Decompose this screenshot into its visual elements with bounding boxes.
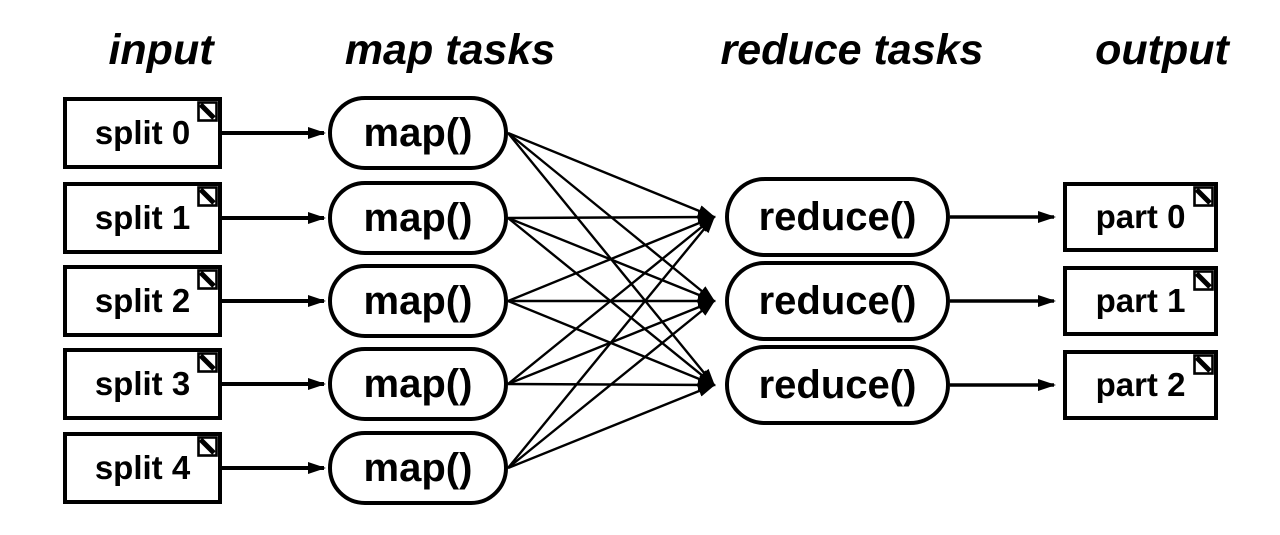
folded-corner-icon	[1193, 270, 1214, 291]
map-3-label: map()	[363, 361, 473, 406]
input-split-0-box: split 0	[63, 97, 222, 169]
split-0-label: split 0	[94, 114, 191, 151]
folded-corner-icon	[197, 436, 218, 457]
map-task-1-node: map()	[328, 181, 508, 255]
folded-corner-icon	[1193, 186, 1214, 207]
split-1-label: split 1	[94, 199, 191, 236]
part-2-label: part 2	[1095, 366, 1186, 403]
map-0-label: map()	[363, 110, 473, 155]
column-header-reduce-tasks: reduce tasks	[720, 26, 984, 74]
column-header-input: input	[108, 26, 214, 74]
map-to-reduce-shuffle-lines	[507, 131, 716, 470]
map-task-4-node: map()	[328, 431, 508, 505]
output-part-0-box: part 0	[1063, 182, 1218, 252]
folded-corner-icon	[197, 269, 218, 290]
split-3-label: split 3	[94, 365, 191, 402]
folded-corner-icon	[197, 186, 218, 207]
input-split-4-box: split 4	[63, 432, 222, 504]
part-0-label: part 0	[1095, 198, 1186, 235]
map-4-label: map()	[363, 445, 473, 490]
folded-corner-icon	[1193, 354, 1214, 375]
input-split-2-box: split 2	[63, 265, 222, 337]
reduce-2-label: reduce()	[758, 362, 917, 407]
input-to-map-arrows	[222, 127, 326, 474]
output-part-2-box: part 2	[1063, 350, 1218, 420]
reduce-0-label: reduce()	[758, 194, 917, 239]
map-task-3-node: map()	[328, 347, 508, 421]
map-1-label: map()	[363, 195, 473, 240]
map-task-0-node: map()	[328, 96, 508, 170]
output-part-1-box: part 1	[1063, 266, 1218, 336]
reduce-to-output-arrows	[950, 211, 1056, 391]
split-2-label: split 2	[94, 282, 191, 319]
reduce-1-label: reduce()	[758, 278, 917, 323]
reduce-task-0-node: reduce()	[725, 177, 950, 257]
input-split-1-box: split 1	[63, 182, 222, 254]
column-header-map-tasks: map tasks	[344, 26, 556, 74]
map-2-label: map()	[363, 278, 473, 323]
map-task-2-node: map()	[328, 264, 508, 338]
split-4-label: split 4	[94, 449, 191, 486]
input-split-3-box: split 3	[63, 348, 222, 420]
column-header-output: output	[1095, 26, 1229, 74]
part-1-label: part 1	[1095, 282, 1186, 319]
folded-corner-icon	[197, 101, 218, 122]
reduce-task-2-node: reduce()	[725, 345, 950, 425]
reduce-task-1-node: reduce()	[725, 261, 950, 341]
folded-corner-icon	[197, 352, 218, 373]
